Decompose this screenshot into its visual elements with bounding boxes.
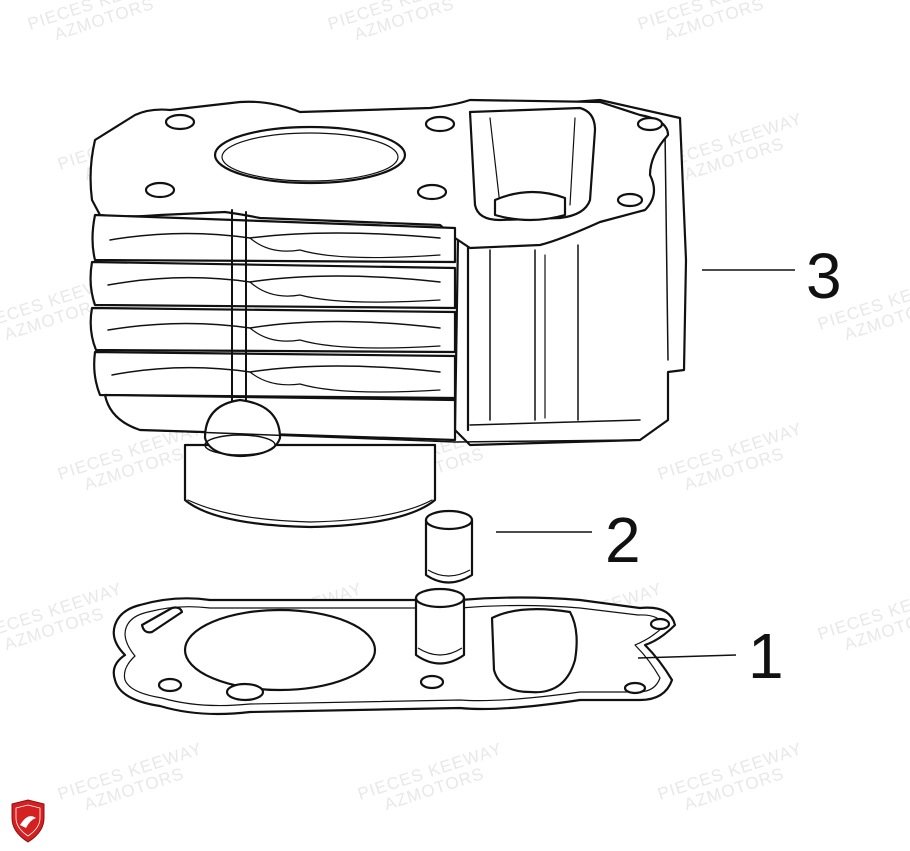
azmotors-logo [11,799,45,843]
callout-number-2: 2 [605,504,641,576]
watermark-text: PIECES KEEWAYAZMOTORS [655,739,810,821]
watermark-text: PIECES KEEWAYAZMOTORS [325,0,480,51]
part-dowel-pin-drawing [424,509,474,584]
watermark-text: PIECES KEEWAYAZMOTORS [655,419,810,501]
watermark-text: PIECES KEEWAYAZMOTORS [635,0,790,51]
callout-number-3: 3 [806,240,842,312]
leader-line-1 [637,654,737,659]
part-cylinder-drawing [89,98,688,529]
part-dowel-pin-seated-drawing [414,587,466,665]
part-gasket-drawing [112,596,677,716]
watermark-text: PIECES KEEWAYAZMOTORS [25,0,180,51]
watermark-text: PIECES KEEWAYAZMOTORS [815,579,910,661]
watermark-text: PIECES KEEWAYAZMOTORS [355,739,510,821]
callout-number-1: 1 [748,620,784,692]
watermark-text: PIECES KEEWAYAZMOTORS [0,579,130,661]
watermark-text: PIECES KEEWAYAZMOTORS [55,739,210,821]
leader-lines [496,269,795,659]
